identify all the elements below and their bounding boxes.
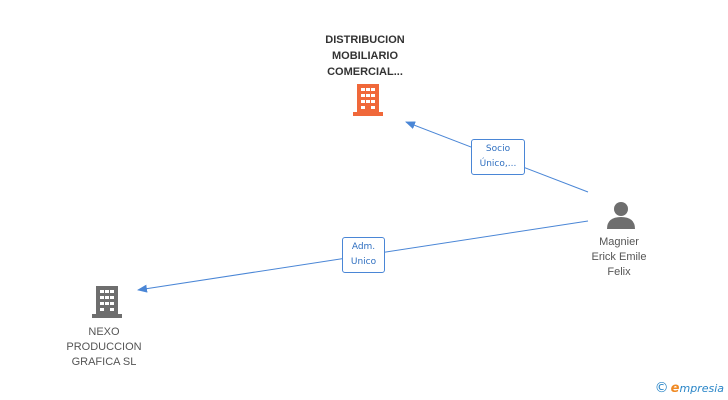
edge-label-line: Adm. [351,242,376,252]
name-line: PRODUCCION [66,341,142,353]
building-icon[interactable] [353,84,383,116]
name-line: GRAFICA SL [71,356,137,368]
name-line: Felix [607,266,631,278]
name-line: DISTRIBUCION [325,34,405,46]
brand-initial: e [670,381,680,396]
name-line: Erick Emile [591,251,647,263]
edge-label-socio[interactable]: Socio Único,... [471,139,525,175]
name-line: MOBILIARIO [332,50,398,62]
edge-label-adm[interactable]: Adm. Unico [342,237,385,273]
copyright-symbol: © [654,380,669,396]
edge-label-line: Unico [350,257,377,267]
name-line: NEXO [88,326,120,338]
company-nexo-label[interactable]: NEXO PRODUCCION GRAFICA SL [54,325,154,370]
name-line: Magnier [599,236,639,248]
edge-label-line: Socio [485,144,511,154]
brand-name: mpresia [679,382,724,395]
name-line: COMERCIAL... [327,66,403,78]
building-icon[interactable] [92,286,122,318]
edge-label-line: Único,... [479,159,517,169]
empresia-logo: ©empresia [655,380,724,396]
company-main-label[interactable]: DISTRIBUCION MOBILIARIO COMERCIAL... [300,32,430,80]
person-label[interactable]: Magnier Erick Emile Felix [574,235,664,280]
person-icon[interactable] [607,202,635,229]
